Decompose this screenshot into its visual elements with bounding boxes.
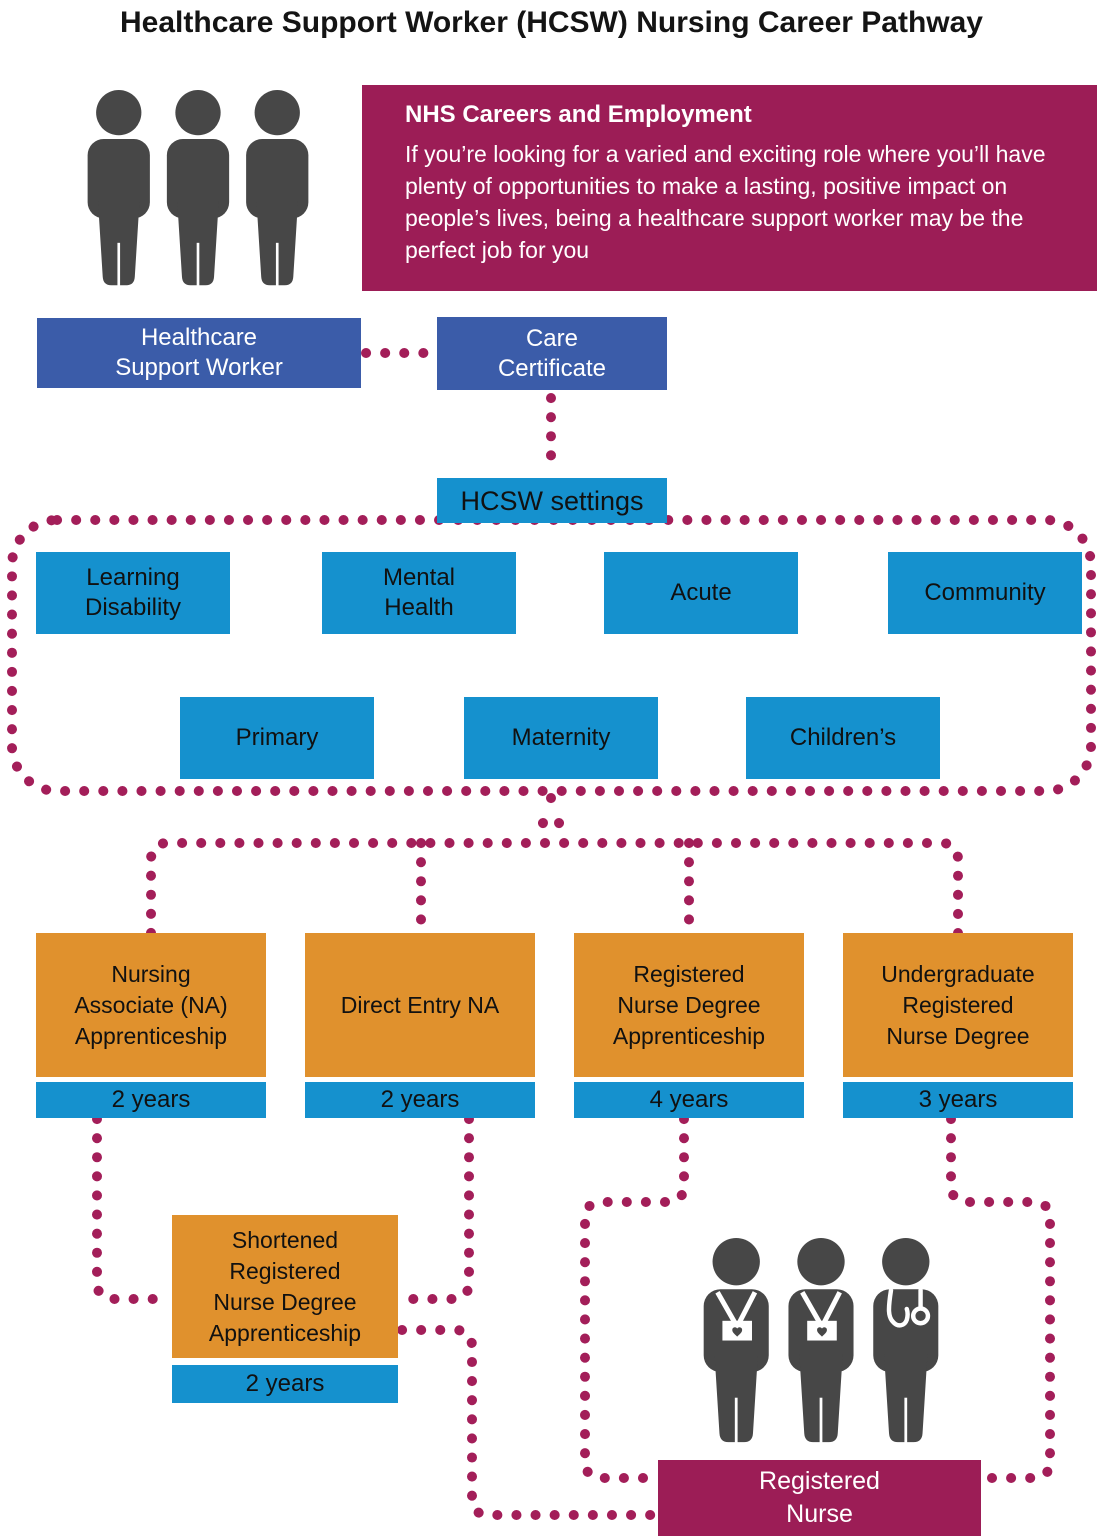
care-certificate-box: Care Certificate [437, 317, 667, 390]
hcsw-settings-box: HCSW settings [437, 478, 667, 523]
pathway-undergrad-rn-degree: Undergraduate Registered Nurse Degree [843, 933, 1073, 1077]
pathway-shortened-rnda: Shortened Registered Nurse Degree Appren… [172, 1215, 398, 1358]
three-people-icon [87, 90, 309, 290]
pathway-rn-degree-apprenticeship: Registered Nurse Degree Apprenticeship [574, 933, 804, 1077]
connector-shortened-to-rn [397, 1325, 659, 1520]
setting-mental-health: Mental Health [322, 552, 516, 634]
info-panel: NHS Careers and Employment If you’re loo… [362, 85, 1097, 291]
duration-na-apprenticeship: 2 years [36, 1082, 266, 1118]
info-panel-body: If you’re looking for a varied and excit… [405, 141, 1046, 263]
registered-nurse-box: Registered Nurse [658, 1460, 981, 1536]
nurse-badge-icon [703, 1238, 769, 1447]
setting-community: Community [888, 552, 1082, 634]
hcsw-box: Healthcare Support Worker [37, 318, 361, 388]
duration-direct-entry-na: 2 years [305, 1082, 535, 1118]
nurse-badge-icon [788, 1238, 854, 1447]
setting-learning-disability: Learning Disability [36, 552, 230, 634]
info-panel-heading: NHS Careers and Employment [405, 101, 752, 128]
connector-na-to-shortened [92, 1114, 173, 1304]
connector-settings-stem [528, 793, 574, 842]
nurse-stethoscope-icon [873, 1238, 939, 1447]
setting-childrens: Children’s [746, 697, 940, 779]
connector-undergrad-to-rn [946, 1114, 1055, 1483]
page-title: Healthcare Support Worker (HCSW) Nursing… [120, 6, 983, 39]
three-nurses-icon [703, 1238, 939, 1447]
connector-branch-line [146, 838, 963, 938]
duration-undergrad-rn-degree: 3 years [843, 1082, 1073, 1118]
setting-maternity: Maternity [464, 697, 658, 779]
duration-shortened-rnda: 2 years [172, 1365, 398, 1403]
setting-primary: Primary [180, 697, 374, 779]
connector-directentry-to-shortened [397, 1114, 474, 1304]
duration-rn-degree-apprenticeship: 4 years [574, 1082, 804, 1118]
connector-rnda-to-rn [580, 1114, 689, 1483]
pathway-direct-entry-na: Direct Entry NA [305, 933, 535, 1077]
pathway-na-apprenticeship: Nursing Associate (NA) Apprenticeship [36, 933, 266, 1077]
setting-acute: Acute [604, 552, 798, 634]
